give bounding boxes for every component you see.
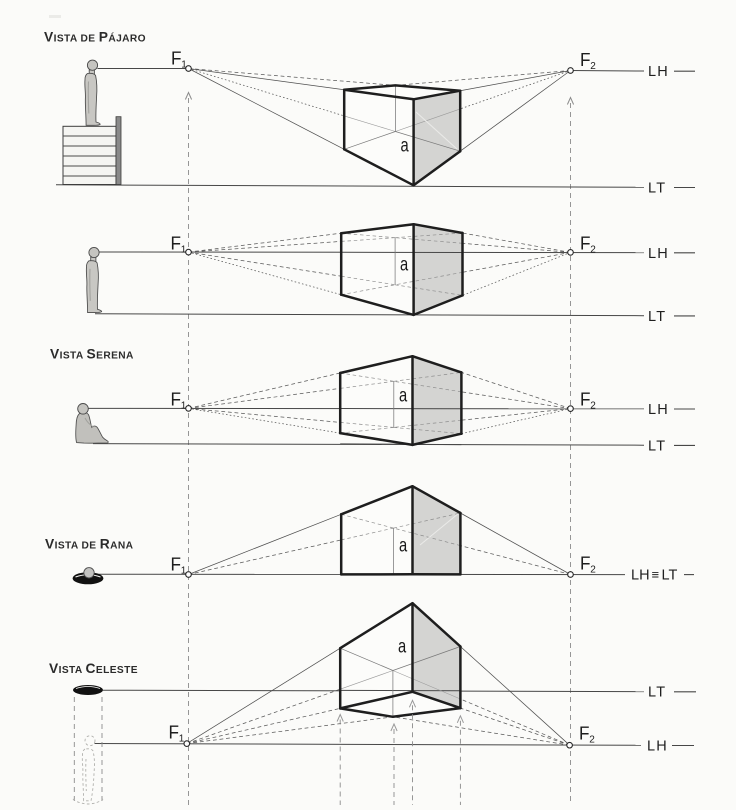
svg-text:F: F <box>580 390 591 410</box>
svg-text:a: a <box>399 536 408 557</box>
svg-text:F: F <box>171 390 182 410</box>
svg-text:LH: LH <box>648 64 669 80</box>
svg-text:LT: LT <box>648 309 666 325</box>
svg-text:1: 1 <box>181 244 187 255</box>
svg-text:2: 2 <box>590 61 596 72</box>
svg-text:F: F <box>171 234 182 254</box>
svg-text:LT: LT <box>662 568 678 584</box>
svg-text:F: F <box>579 724 590 744</box>
svg-text:LH: LH <box>648 246 669 262</box>
svg-text:LH: LH <box>647 739 668 755</box>
svg-text:2: 2 <box>590 400 596 411</box>
svg-text:2: 2 <box>590 564 596 575</box>
svg-text:F: F <box>171 555 182 575</box>
svg-text:1: 1 <box>179 733 185 744</box>
svg-text:F: F <box>580 234 591 254</box>
svg-text:2: 2 <box>589 734 595 745</box>
svg-text:1: 1 <box>181 400 187 411</box>
svg-text:LH: LH <box>648 402 669 418</box>
svg-text:LT: LT <box>648 439 666 455</box>
svg-text:a: a <box>399 386 408 407</box>
svg-text:1: 1 <box>181 565 187 576</box>
svg-text:LT: LT <box>648 181 666 197</box>
svg-text:a: a <box>398 637 407 658</box>
svg-text:LT: LT <box>648 685 666 701</box>
svg-text:2: 2 <box>590 244 596 255</box>
svg-text:F: F <box>169 723 180 743</box>
svg-text:1: 1 <box>181 59 187 70</box>
svg-text:a: a <box>400 255 409 276</box>
svg-text:≡: ≡ <box>652 567 660 582</box>
svg-text:a: a <box>401 136 410 157</box>
svg-text:F: F <box>580 554 591 574</box>
svg-text:F: F <box>580 50 591 70</box>
svg-text:LH: LH <box>631 568 650 584</box>
svg-text:F: F <box>171 49 182 69</box>
